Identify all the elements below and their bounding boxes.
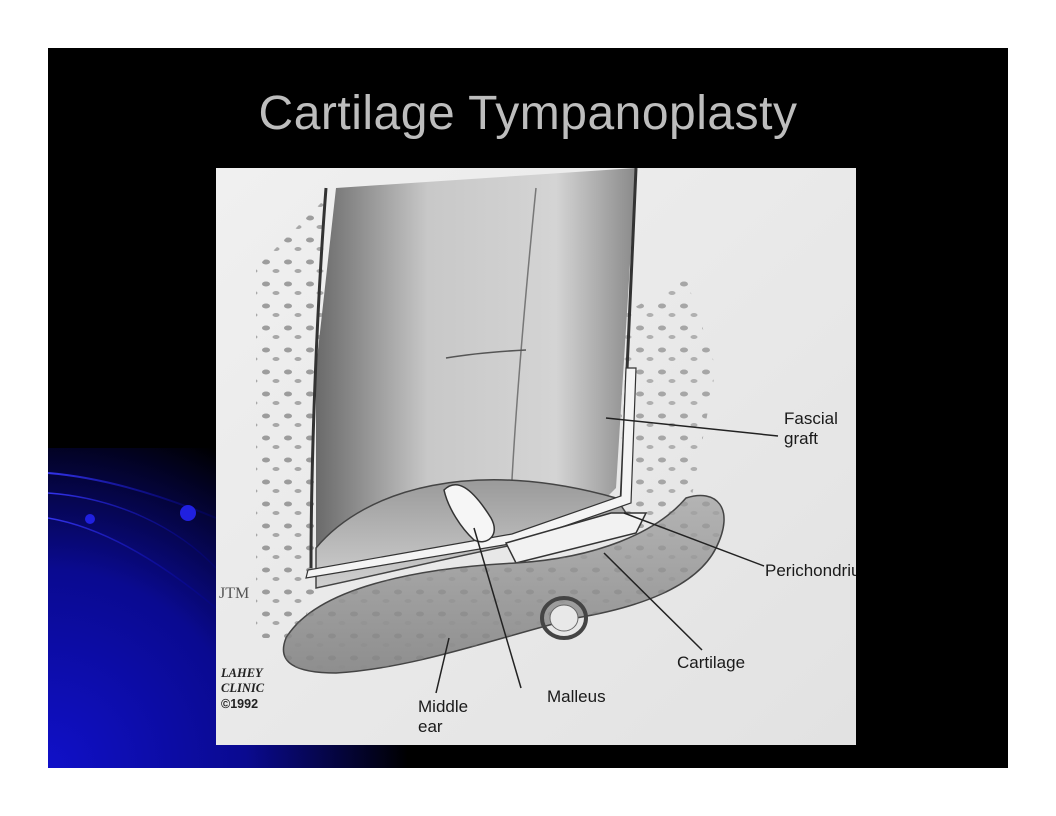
credit-line-2: CLINIC bbox=[221, 681, 265, 695]
decorative-dot bbox=[180, 505, 196, 521]
cartilage-plate bbox=[504, 512, 648, 564]
slide: Cartilage Tympanoplasty bbox=[48, 48, 1008, 768]
label-middle: Middle bbox=[418, 697, 468, 716]
anatomical-illustration: Fascial graft Perichondrium Cartilage Ma… bbox=[216, 168, 856, 745]
right-bone-wall bbox=[616, 278, 716, 528]
decorative-dot bbox=[85, 514, 95, 524]
decorative-arc bbox=[48, 472, 217, 519]
leader-line-cartilage bbox=[603, 552, 703, 651]
stapes-ring bbox=[540, 596, 588, 640]
decorative-arc bbox=[48, 517, 217, 609]
credit-line-1: LAHEY bbox=[220, 666, 264, 680]
canal-crease bbox=[445, 349, 527, 359]
canal-fold bbox=[510, 187, 537, 499]
fascial-graft-layer bbox=[305, 367, 637, 579]
label-ear: ear bbox=[418, 717, 443, 736]
canal-wall-left bbox=[309, 187, 328, 569]
stapes-ring-inner bbox=[549, 604, 579, 632]
label-fascial: Fascial bbox=[784, 409, 838, 428]
label-perichondrium: Perichondrium bbox=[765, 561, 856, 580]
label-malleus: Malleus bbox=[547, 687, 606, 706]
malleus-bone bbox=[443, 484, 495, 543]
leader-line-fascial bbox=[605, 417, 779, 437]
label-graft: graft bbox=[784, 429, 818, 448]
ear-canal bbox=[316, 168, 636, 548]
artist-signature: JTM bbox=[219, 585, 249, 602]
credit-line-3: ©1992 bbox=[221, 697, 258, 711]
label-cartilage: Cartilage bbox=[677, 653, 745, 672]
leader-line-middle-ear bbox=[435, 637, 450, 694]
decorative-arc bbox=[48, 492, 217, 569]
middle-ear-texture bbox=[283, 495, 725, 673]
leader-line-malleus bbox=[473, 527, 522, 689]
slide-title: Cartilage Tympanoplasty bbox=[258, 87, 798, 140]
leader-line-perichondrium bbox=[623, 512, 765, 567]
